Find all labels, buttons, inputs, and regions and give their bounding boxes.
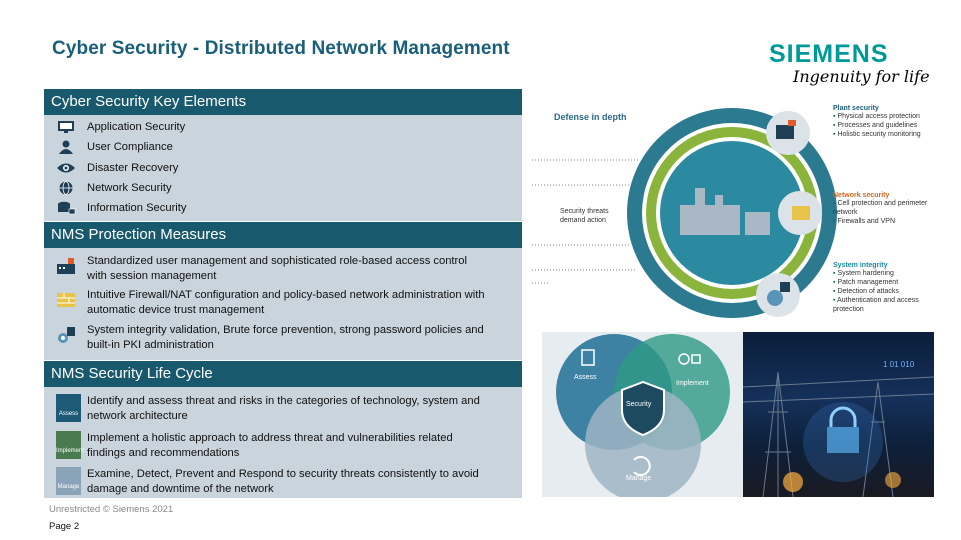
system-integrity-title: System integrity (833, 262, 888, 269)
database-lock-icon (58, 201, 76, 215)
venn-security-label: Security (626, 401, 652, 408)
lifecycle-heading: NMS Security Life Cycle (44, 361, 522, 387)
lifecycle-text: Identify and assess threat and risks in … (87, 395, 480, 422)
substation-scene (743, 371, 934, 497)
venn-manage-label: Manage (626, 475, 652, 482)
threats-label: Security threats demand action (560, 208, 609, 224)
venn-assess-label: Assess (574, 374, 597, 381)
lifecycle-text: Implement a holistic approach to address… (87, 432, 453, 459)
monitor-icon (58, 121, 74, 133)
binary-digits: 1 01 010 (883, 360, 915, 369)
lifecycle-item: Implement Implement a holistic approach … (56, 431, 516, 463)
system-integrity: System integrity System hardeningPatch m… (833, 262, 930, 314)
lifecycle-text: Examine, Detect, Prevent and Respond to … (87, 468, 479, 495)
manage-icon: Manage (56, 467, 81, 495)
siemens-logo: SIEMENS (769, 40, 889, 68)
protection-heading: NMS Protection Measures (44, 222, 522, 248)
protection-item: System integrity validation, Brute force… (56, 323, 516, 355)
network-security-title: Network security (833, 192, 890, 199)
gear-shield-icon (58, 327, 75, 343)
protection-item: Standardized user management and sophist… (56, 254, 516, 286)
substation-photo: 1 01 010 (743, 332, 934, 497)
protection-item: Intuitive Firewall/NAT configuration and… (56, 288, 516, 320)
factory-shield-icon (57, 258, 75, 274)
key-elements-heading: Cyber Security Key Elements (44, 89, 522, 115)
firewall-icon (57, 293, 75, 307)
page-title: Cyber Security - Distributed Network Man… (52, 38, 510, 59)
venn-implement-label: Implement (676, 380, 709, 387)
network-security: Network security Cell protection and per… (833, 192, 930, 226)
defense-in-depth-graphic: Defense in depth Security threats demand… (530, 100, 930, 325)
eye-icon (57, 163, 75, 173)
classification-footer: Unrestricted © Siemens 2021 (49, 504, 174, 515)
key-element-label: User Compliance (87, 141, 173, 153)
system-integrity-list: System hardeningPatch managementDetectio… (833, 269, 930, 314)
protection-text: Intuitive Firewall/NAT configuration and… (87, 289, 485, 316)
network-security-list: Cell protection and perimeter networkFir… (833, 199, 930, 226)
protection-text: System integrity validation, Brute force… (87, 324, 484, 351)
plant-security-list: Physical access protectionProcesses and … (833, 112, 930, 139)
plant-security-title: Plant security (833, 105, 879, 112)
globe-icon (59, 181, 73, 195)
defense-rings (532, 108, 837, 318)
lifecycle-item: Manage Examine, Detect, Prevent and Resp… (56, 467, 516, 499)
lifecycle-panel (44, 386, 522, 498)
tagline: Ingenuity for life (793, 67, 930, 86)
security-venn: Assess Implement Security Manage (542, 332, 743, 497)
user-icon (59, 140, 73, 154)
lifecycle-item: Assess Identify and assess threat and ri… (56, 394, 516, 426)
protection-panel (44, 248, 522, 360)
protection-text: Standardized user management and sophist… (87, 255, 467, 282)
implement-icon: Implement (56, 431, 84, 459)
page-number: Page 2 (49, 521, 80, 532)
plant-security: Plant security Physical access protectio… (833, 105, 930, 139)
defense-title: Defense in depth (554, 112, 627, 122)
key-element-label: Application Security (87, 121, 186, 133)
key-elements-panel (44, 115, 522, 221)
key-element-label: Disaster Recovery (87, 162, 179, 174)
assess-icon: Assess (56, 394, 81, 422)
venn-circles (556, 334, 730, 497)
key-element-label: Information Security (87, 202, 187, 214)
key-element-label: Network Security (87, 182, 172, 194)
